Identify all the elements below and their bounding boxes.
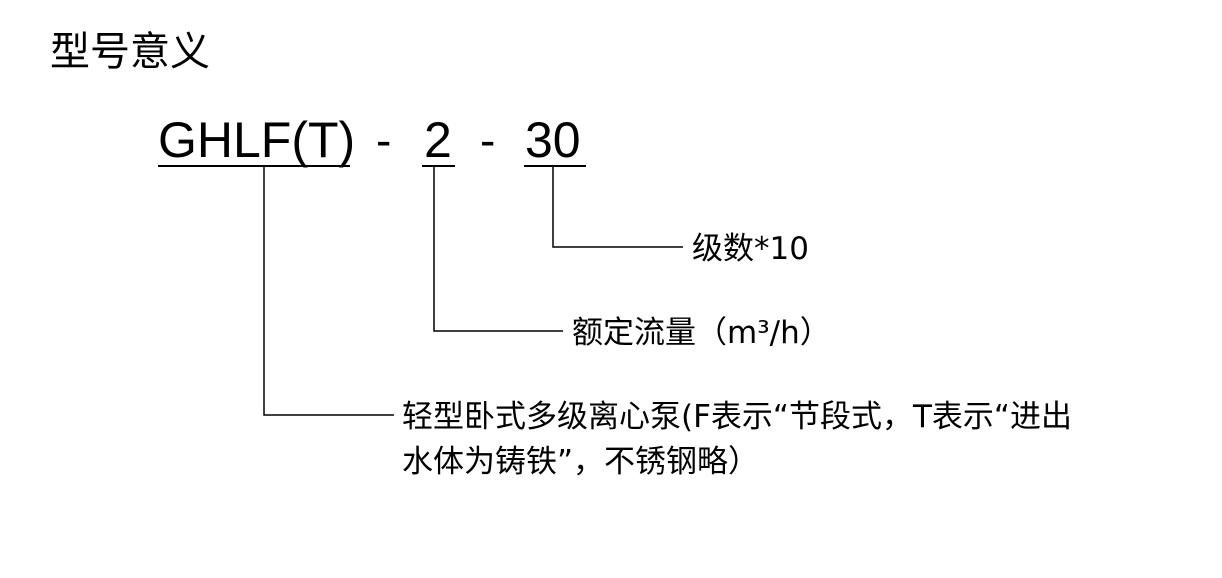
separator-1: - <box>376 114 392 166</box>
separator-2: - <box>480 114 496 166</box>
series-label-line-1: 轻型卧式多级离心泵(F表示“节段式，T表示“进出 <box>402 399 1072 435</box>
model-series-code: GHLF(T) <box>158 112 356 168</box>
flow-label: 额定流量（m³/h） <box>572 315 831 351</box>
series-label-line-2: 水体为铸铁”，不锈钢略） <box>402 444 760 480</box>
stages-connector <box>552 166 683 248</box>
series-connector <box>263 166 394 416</box>
model-flow-code: 2 <box>424 112 452 168</box>
stages-label: 级数*10 <box>692 231 809 267</box>
page-title: 型号意义 <box>50 29 210 75</box>
model-stages-code: 30 <box>525 112 581 168</box>
flow-connector <box>433 166 563 332</box>
